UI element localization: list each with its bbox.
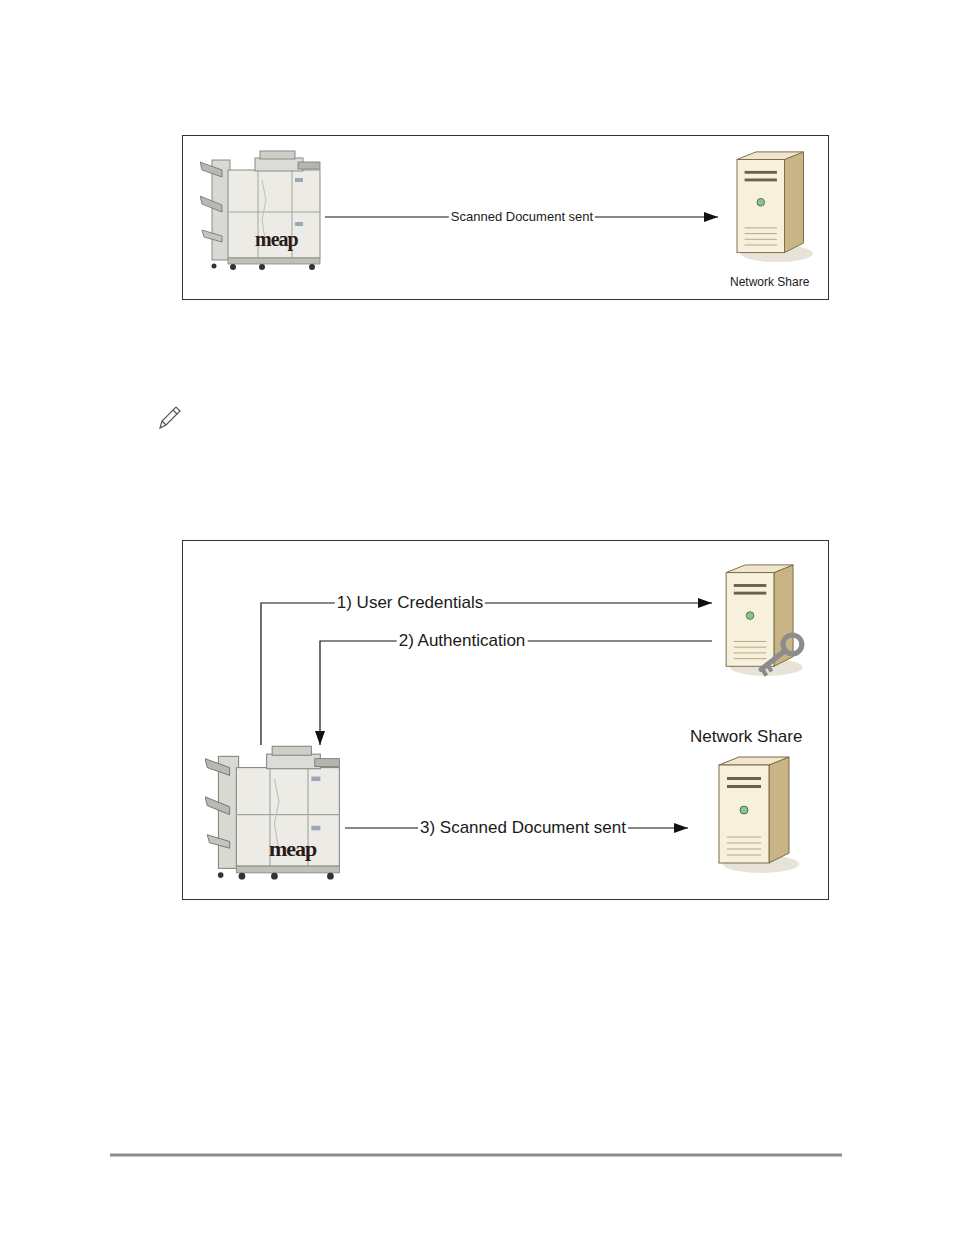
edge-label: Scanned Document sent	[449, 210, 595, 225]
arrow-connector	[261, 603, 712, 745]
logo-text: meap	[255, 228, 298, 251]
arrow-connector	[320, 641, 712, 745]
server-illustration	[719, 757, 799, 873]
panel-frame	[183, 136, 829, 300]
note-pencil-icon	[160, 407, 180, 428]
node-label: Network Share	[690, 727, 802, 747]
auth-server	[712, 565, 812, 680]
printer: meap	[200, 150, 325, 272]
node-label: Network Share	[730, 276, 809, 290]
auth-server-illustration	[726, 565, 803, 676]
panel-frame	[183, 541, 829, 900]
edge-label: 3) Scanned Document sent	[418, 818, 628, 838]
printer-illustration	[200, 151, 320, 270]
logo-text: meap	[269, 836, 316, 861]
server-illustration	[737, 152, 813, 262]
footer-rule	[110, 1154, 842, 1157]
network-share-server: Network Share	[718, 150, 818, 295]
edge-label: 1) User Credentials	[335, 593, 485, 613]
edge-label: 2) Authentication	[397, 631, 528, 651]
network-share-server: Network Share	[688, 727, 810, 872]
printer: meap	[205, 745, 345, 882]
printer-illustration	[205, 746, 339, 879]
